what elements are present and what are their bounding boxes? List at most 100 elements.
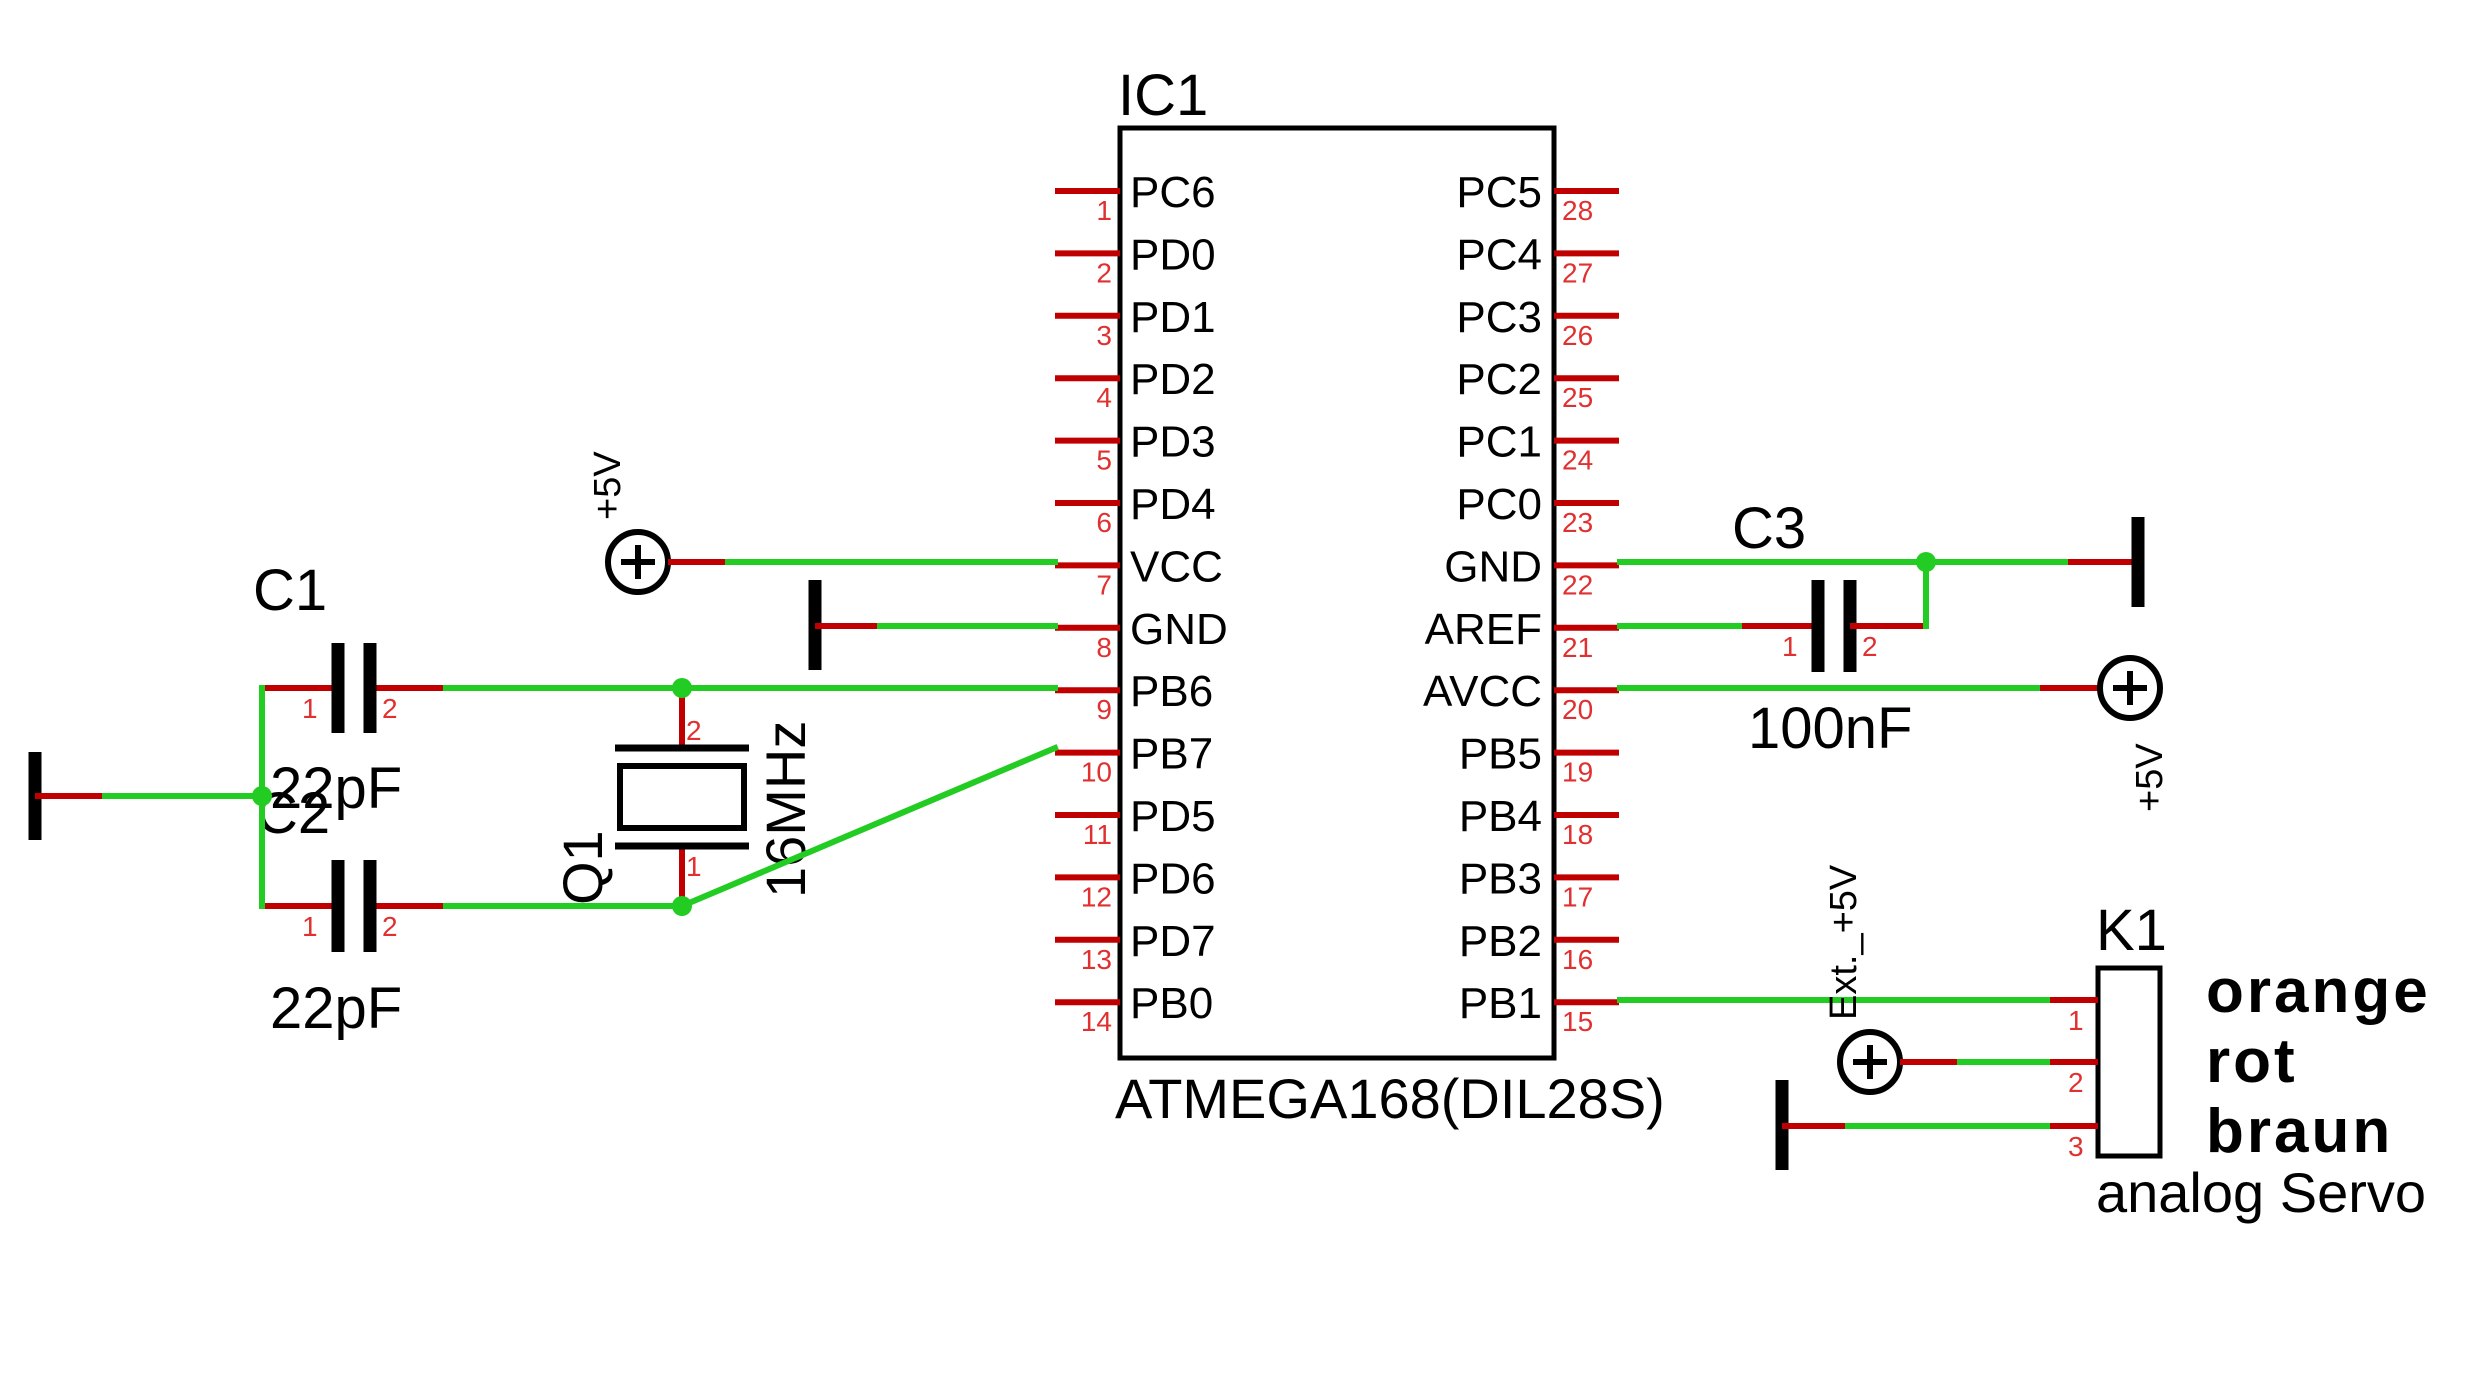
c2-pin2-num: 2 [382, 911, 398, 942]
ic1-pin-name: PC2 [1456, 355, 1542, 404]
k1-value: analog Servo [2096, 1161, 2426, 1224]
ic1-right-pins: 28PC527PC426PC325PC224PC123PC022GND21ARE… [1423, 168, 1619, 1037]
ic1-pin-name: PC1 [1456, 418, 1542, 467]
ic1-pin-25: 25 PC2 [1456, 355, 1619, 413]
q1-pin2-num: 2 [686, 715, 702, 746]
c3-ref: C3 [1732, 496, 1806, 561]
ic1-pin-number: 19 [1562, 757, 1593, 788]
ic1-pin-name: PD3 [1130, 418, 1216, 467]
q1-pin1-num: 1 [686, 851, 702, 882]
ic1-pin-7: 7 VCC [1055, 542, 1223, 600]
k1-wire-color-1: orange [2206, 957, 2431, 1026]
supply-ext: Ext._+5V [1823, 864, 2053, 1095]
supply-avcc-label: +5V [2129, 743, 2171, 812]
ic1-pin-name: PB7 [1130, 730, 1213, 779]
ic1-pin-number: 17 [1562, 881, 1593, 912]
ic1-pin-number: 4 [1096, 382, 1112, 413]
ic1-pin-name: PC6 [1130, 168, 1216, 217]
ic1-pin-number: 25 [1562, 382, 1593, 413]
ic1-pin-20: 20 AVCC [1423, 667, 1619, 725]
q1: 2 1 Q1 16MHz [551, 688, 817, 906]
ic1-pin-number: 12 [1081, 881, 1112, 912]
ic1-pin-name: VCC [1130, 542, 1223, 591]
ic1-pin-number: 15 [1562, 1006, 1593, 1037]
ic1-pin-number: 1 [1096, 195, 1112, 226]
ic1-pin-number: 10 [1081, 757, 1112, 788]
ic1-pin-number: 20 [1562, 694, 1593, 725]
ic1-pin-number: 27 [1562, 257, 1593, 288]
ic1-pin-name: PB5 [1459, 730, 1542, 779]
k1-wire-color-2: rot [2206, 1027, 2298, 1096]
c1-ref: C1 [253, 558, 327, 623]
q1-ref: Q1 [551, 830, 614, 905]
ic1-pin-number: 23 [1562, 507, 1593, 538]
ic1-pin-number: 9 [1096, 694, 1112, 725]
ic1-pin-number: 2 [1096, 257, 1112, 288]
ic1-pin-5: 5 PD3 [1055, 418, 1216, 476]
ic1-pin-number: 5 [1096, 445, 1112, 476]
ic1-pin-9: 9 PB6 [1055, 667, 1213, 725]
left-nets [102, 678, 1059, 916]
c2-value: 22pF [270, 976, 402, 1041]
k1: 1 2 3 K1 analog Servo orange rot braun [2050, 898, 2431, 1224]
gnd-left [28, 752, 105, 840]
supply-vcc: +5V [587, 451, 1058, 595]
ic1-pin-name: GND [1130, 605, 1228, 654]
gnd-k1 [1775, 1080, 2053, 1170]
c3: C3 100nF 1 2 [1617, 496, 2145, 761]
ic1-pin-name: PD1 [1130, 293, 1216, 342]
ic1-pin-number: 18 [1562, 819, 1593, 850]
ic1-pin-name: PC0 [1456, 480, 1542, 529]
ic1-pin-name: AVCC [1423, 667, 1542, 716]
k1-body [2095, 965, 2163, 1159]
ic1-pin-name: PC4 [1456, 230, 1542, 279]
junction-xtal1 [672, 678, 692, 698]
ic1-pin-8: 8 GND [1055, 605, 1228, 663]
c1: C1 22pF 1 2 [253, 558, 446, 821]
k1-pin3-num: 3 [2068, 1131, 2084, 1162]
ic1-pin-name: PB4 [1459, 792, 1542, 841]
ic1-ref: IC1 [1118, 63, 1208, 128]
ic1-pin-number: 14 [1081, 1006, 1112, 1037]
ic1-pin-name: PB1 [1459, 979, 1542, 1028]
ic1-pin-number: 6 [1096, 507, 1112, 538]
ic1-pin-number: 13 [1081, 944, 1112, 975]
ic1-pin-number: 7 [1096, 569, 1112, 600]
ic1-pin-4: 4 PD2 [1055, 355, 1216, 413]
ic1-pin-15: 15 PB1 [1459, 979, 1619, 1037]
ic1-pin-1: 1 PC6 [1055, 168, 1216, 226]
ic1-pin-23: 23 PC0 [1456, 480, 1619, 538]
ic1-pin-number: 16 [1562, 944, 1593, 975]
wire-xtal2-pb7 [678, 744, 1059, 910]
ic1-pin-name: PB6 [1130, 667, 1213, 716]
ic1-pin-10: 10 PB7 [1055, 730, 1213, 788]
ic1-pin-16: 16 PB2 [1459, 917, 1619, 975]
ic1-pin-number: 22 [1562, 569, 1593, 600]
ic1-pin-27: 27 PC4 [1456, 230, 1619, 288]
ic1-pin-number: 8 [1096, 632, 1112, 663]
k1-wire-color-3: braun [2206, 1097, 2393, 1166]
c3-value: 100nF [1748, 696, 1912, 761]
ic1-pin-name: PD2 [1130, 355, 1216, 404]
c2-pin1-num: 1 [302, 911, 318, 942]
gnd-pin8 [808, 580, 1058, 670]
ic1-body [1117, 125, 1557, 1061]
supply-avcc: +5V [1617, 655, 2171, 812]
c3-pin2-num: 2 [1862, 631, 1878, 662]
ic1-pin-number: 28 [1562, 195, 1593, 226]
ic1-pin-name: PB2 [1459, 917, 1542, 966]
c1-pin2-num: 2 [382, 693, 398, 724]
